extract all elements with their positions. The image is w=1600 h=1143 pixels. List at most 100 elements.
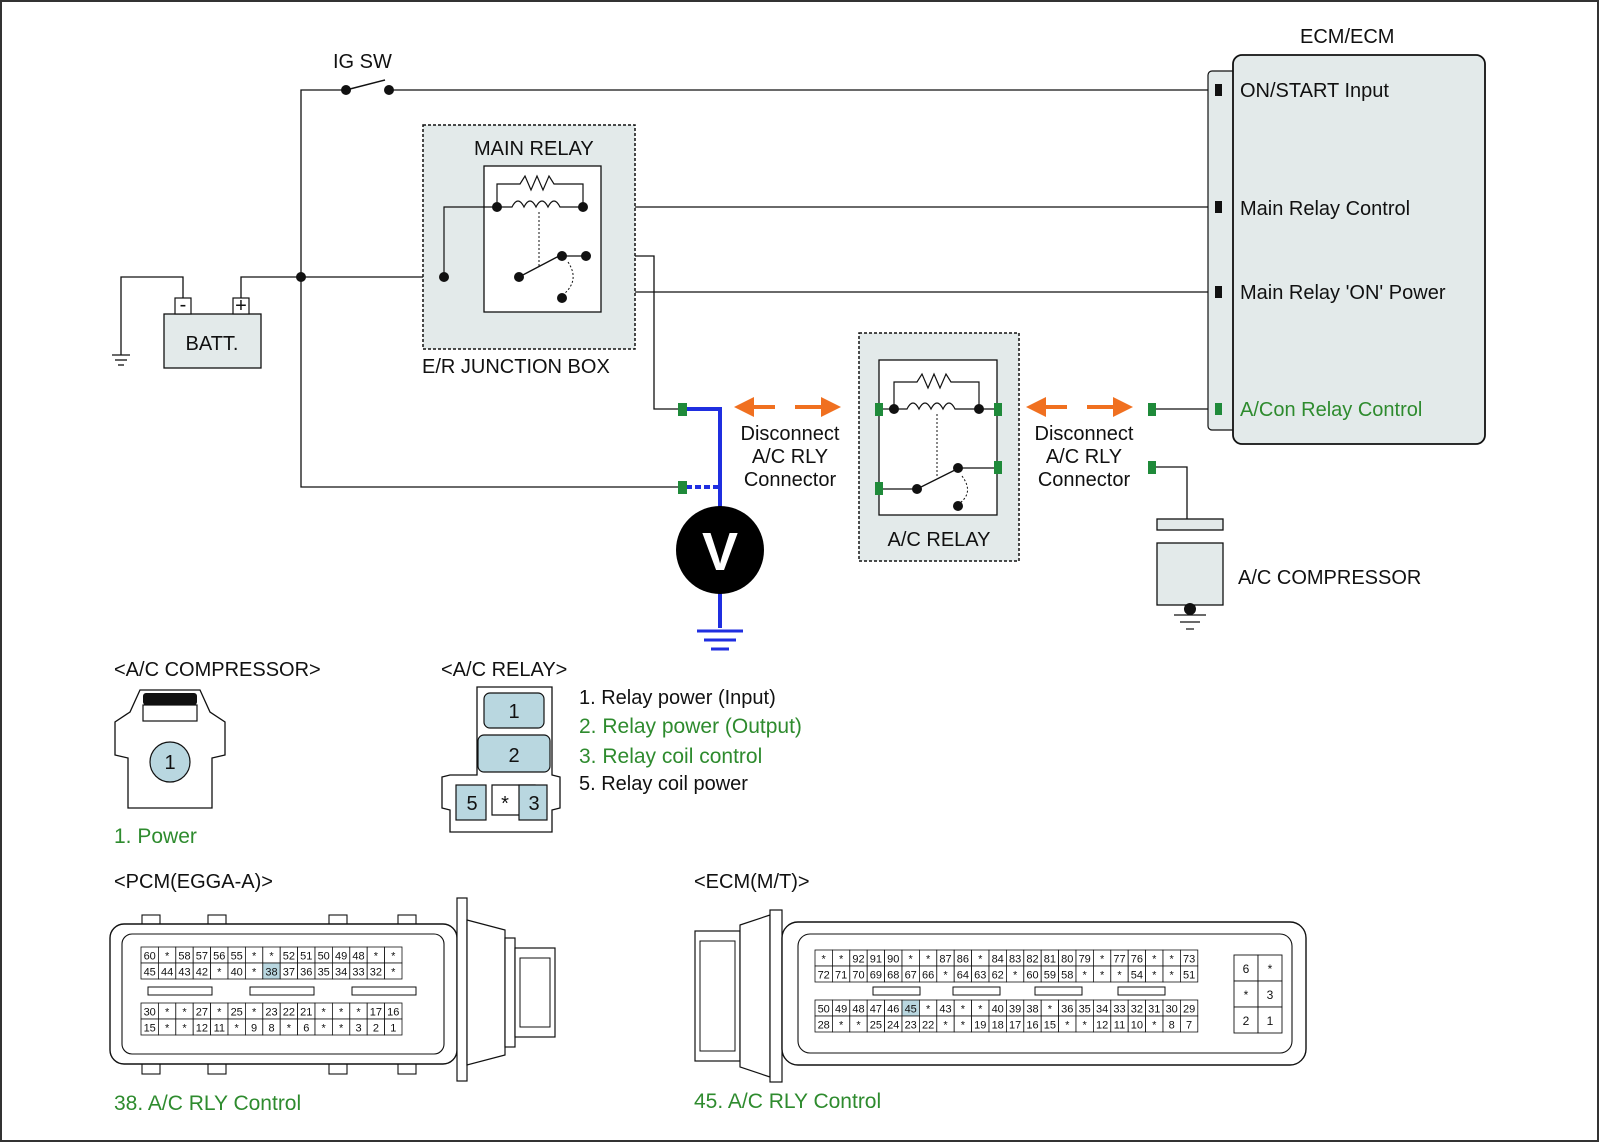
ecm-pin-label: 80 [1061,954,1073,966]
pcm-pin-label: 12 [196,1023,208,1035]
ecm-pin-label: * [1152,1020,1157,1032]
ecm-pin-label: * [1083,970,1088,982]
battery-neg: - [180,294,187,316]
battery-pos: + [235,295,247,317]
ecm-pin-label: * [978,954,983,966]
ecm-pin-label: 82 [1026,954,1038,966]
pcm-pin-label: 30 [144,1007,156,1019]
pcm-pin-cell [384,1018,403,1036]
ecm-pin-label: 35 [1079,1004,1091,1016]
pcm-pin-label: 43 [178,967,190,979]
ecm-pin-label: 39 [1009,1004,1021,1016]
pcm-pin-label: * [356,1007,361,1019]
ecm-pin-label: 70 [852,970,864,982]
ecm-side-pin-cell [1233,1006,1259,1034]
ecm-pin-label: 91 [870,954,882,966]
ecm-pin-label: 23 [905,1020,917,1032]
ecm-pin-label: 59 [1044,970,1056,982]
ecm-pin-label: 92 [852,954,864,966]
er-junction-box: MAIN RELAY E/R JUNCTION BOX [422,124,636,378]
ecm-pin-label: * [943,1020,948,1032]
pcm-title: <PCM(EGGA-A)> [114,871,273,893]
pcm-pin-label: 45 [144,967,156,979]
compressor-pin-1: 1 [164,752,175,774]
battery: - + BATT. [163,294,262,369]
relay-pin-5: 5 [466,793,477,815]
ecm-pin-label: * [961,1020,966,1032]
er-junction-label: E/R JUNCTION BOX [422,356,610,378]
ecm-pin-label: 46 [887,1004,899,1016]
ecm-pin-label: 8 [1169,1020,1175,1032]
relay-connector: 1 2 5 * 3 [441,686,561,833]
ecm-pin-label: 51 [1183,970,1195,982]
ecm-pin-label: 50 [818,1004,830,1016]
ac-compressor-label: A/C COMPRESSOR [1238,567,1421,589]
ecm-pin-label: 68 [887,970,899,982]
ecm-pin-label: * [1117,970,1122,982]
pcm-pin-label: * [322,1023,327,1035]
ecm-pin-label: 71 [835,970,847,982]
pcm-pin-label: 56 [213,951,225,963]
ecm-pin-main-relay-control: Main Relay Control [1240,198,1410,220]
voltmeter-probe: V [676,403,764,651]
ecm-pin-label: 58 [1061,970,1073,982]
ecm-pin-label: 48 [852,1004,864,1016]
disconnect-left-1: Disconnect [741,423,840,445]
ecm-pin-label: * [909,954,914,966]
ecm-pin-label: 17 [1009,1020,1021,1032]
pcm-pin-label: 55 [231,951,243,963]
pcm-pin-label: * [165,951,170,963]
relay-pin-1: 1 [508,701,519,723]
ecm-pin-label: 81 [1044,954,1056,966]
ecm-pin-label: 62 [992,970,1004,982]
ecm-side-pin-label: 6 [1243,962,1250,976]
ecm-pin-label: 63 [974,970,986,982]
pcm-pin-label: 35 [318,967,330,979]
disconnect-right-3: Connector [1038,469,1131,491]
ig-sw-label: IG SW [333,51,392,73]
pcm-pin-label: 49 [335,951,347,963]
relay-pin-3: 3 [528,793,539,815]
pcm-pin-label: 50 [318,951,330,963]
ecm-pin-label: 28 [818,1020,830,1032]
pcm-pin-label: * [322,1007,327,1019]
ecm-pin-label: 86 [957,954,969,966]
ecm-pin-label: 38 [1026,1004,1038,1016]
ecm-pin-label: 16 [1026,1020,1038,1032]
ecm-pin-main-relay-on-power: Main Relay 'ON' Power [1240,282,1446,304]
ecm-pin-label: 69 [870,970,882,982]
ecm-pin-label: * [1100,970,1105,982]
ecm-pin-label: 30 [1166,1004,1178,1016]
disconnect-right-1: Disconnect [1035,423,1134,445]
relay-legend-5: 5. Relay coil power [579,773,748,795]
ecm-side-pin-label: 1 [1267,1014,1274,1028]
ecm-pin-label: * [926,954,931,966]
ecm-side-pin-label: * [1268,962,1273,976]
pcm-pin-label: * [269,951,274,963]
ecm-pin-label: 25 [870,1020,882,1032]
pcm-pin-label: 44 [161,967,173,979]
pcm-pin-label: 58 [178,951,190,963]
ecm-pin-label: 77 [1113,954,1125,966]
compressor-conn-title: <A/C COMPRESSOR> [114,659,321,681]
pcm-pin-label: 22 [283,1007,295,1019]
pcm-pin-label: 17 [370,1007,382,1019]
pcm-pin-cell [384,962,403,980]
ecm-side-pin-cell [1233,954,1259,982]
ecm-title: ECM/ECM [1300,26,1394,48]
pcm-pin-label: * [165,1023,170,1035]
pcm-pin-label: * [165,1007,170,1019]
pcm-pin-label: 11 [214,1023,225,1035]
ecm-pin-label: 72 [818,970,830,982]
pcm-pin-label: 25 [231,1007,243,1019]
pcm-pin-label: 37 [283,967,295,979]
ecm-side-pin-label: 3 [1267,988,1274,1002]
ecm-pin-label: * [822,954,827,966]
ecm-pin-label: 45 [905,1004,917,1016]
ecm-conn-title: <ECM(M/T)> [694,871,810,893]
ecm-pin-label: 90 [887,954,899,966]
ecm-pin-label: 12 [1096,1020,1108,1032]
